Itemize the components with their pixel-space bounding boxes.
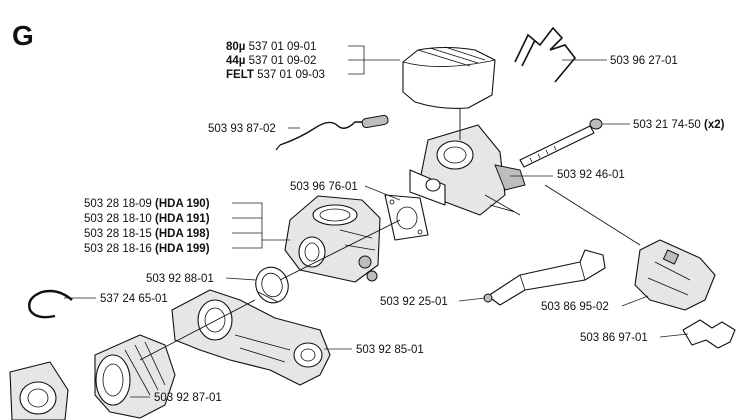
label-circlip: 537 24 65-01 [100,293,168,305]
svg-text:503 28 18-09 (HDA 190): 503 28 18-09 (HDA 190) [84,198,210,210]
o-ring-part [255,266,289,304]
label-carb-191: 503 28 18-10 (HDA 191) [84,213,210,225]
svg-text:44µ 537 01 09-02: 44µ 537 01 09-02 [226,55,316,67]
label-gasket: 503 96 76-01 [290,181,358,193]
svg-text:503 86 95-02: 503 86 95-02 [541,301,609,313]
svg-text:503 96 27-01: 503 96 27-01 [610,55,678,67]
filter-holder-part [409,108,526,216]
label-filter-felt: FELT 537 01 09-03 [226,69,325,81]
svg-text:503 92 85-01: 503 92 85-01 [356,344,424,356]
svg-text:80µ 537 01 09-01: 80µ 537 01 09-01 [226,41,316,53]
svg-text:503 92 87-01: 503 92 87-01 [154,392,222,404]
label-throttle-rod: 503 92 25-01 [380,296,448,308]
section-letter: G [12,20,34,51]
choke-rod-part [275,114,389,151]
label-filter-80: 80µ 537 01 09-01 [226,41,316,53]
svg-text:503 96 76-01: 503 96 76-01 [290,181,358,193]
circlip-part [28,289,73,319]
svg-text:537 24 65-01: 537 24 65-01 [100,293,168,305]
svg-text:503 92 25-01: 503 92 25-01 [380,296,448,308]
label-intake-hose: 503 92 87-01 [154,392,222,404]
svg-text:503 21 74-50 (x2): 503 21 74-50 (x2) [633,119,725,131]
throttle-rod-part [483,249,606,306]
label-bracket: 503 86 95-02 [541,301,609,313]
label-o-ring: 503 92 88-01 [146,273,214,285]
label-long-screw: 503 21 74-50 (x2) [633,119,725,131]
intake-manifold-part [171,289,331,386]
svg-text:503 93 87-02: 503 93 87-02 [208,123,276,135]
air-filter-part [402,46,496,109]
label-filter-44: 44µ 537 01 09-02 [226,55,316,67]
label-small-clip: 503 86 97-01 [580,332,648,344]
svg-text:503 28 18-10 (HDA 191): 503 28 18-10 (HDA 191) [84,213,210,225]
carburetor-part [284,195,381,283]
svg-text:503 92 46-01: 503 92 46-01 [557,169,625,181]
svg-text:503 28 18-15 (HDA 198): 503 28 18-15 (HDA 198) [84,228,210,240]
intake-hose-part [94,334,176,419]
label-carb-198: 503 28 18-15 (HDA 198) [84,228,210,240]
label-filter-holder: 503 92 46-01 [557,169,625,181]
spring-clip-part [514,26,577,83]
label-choke-rod: 503 93 87-02 [208,123,276,135]
svg-text:503 92 88-01: 503 92 88-01 [146,273,214,285]
gasket-part [384,194,429,241]
bracket-part [634,239,716,311]
long-screw-part [519,118,603,168]
svg-text:FELT 537 01 09-03: FELT 537 01 09-03 [226,69,325,81]
label-intake-manifold: 503 92 85-01 [356,344,424,356]
label-carb-190: 503 28 18-09 (HDA 190) [84,198,210,210]
svg-text:503 28 18-16 (HDA 199): 503 28 18-16 (HDA 199) [84,243,210,255]
label-carb-199: 503 28 18-16 (HDA 199) [84,243,210,255]
flange-part [9,361,69,420]
small-clip-part [682,319,736,349]
svg-text:503 86 97-01: 503 86 97-01 [580,332,648,344]
label-spring-clip: 503 96 27-01 [610,55,678,67]
